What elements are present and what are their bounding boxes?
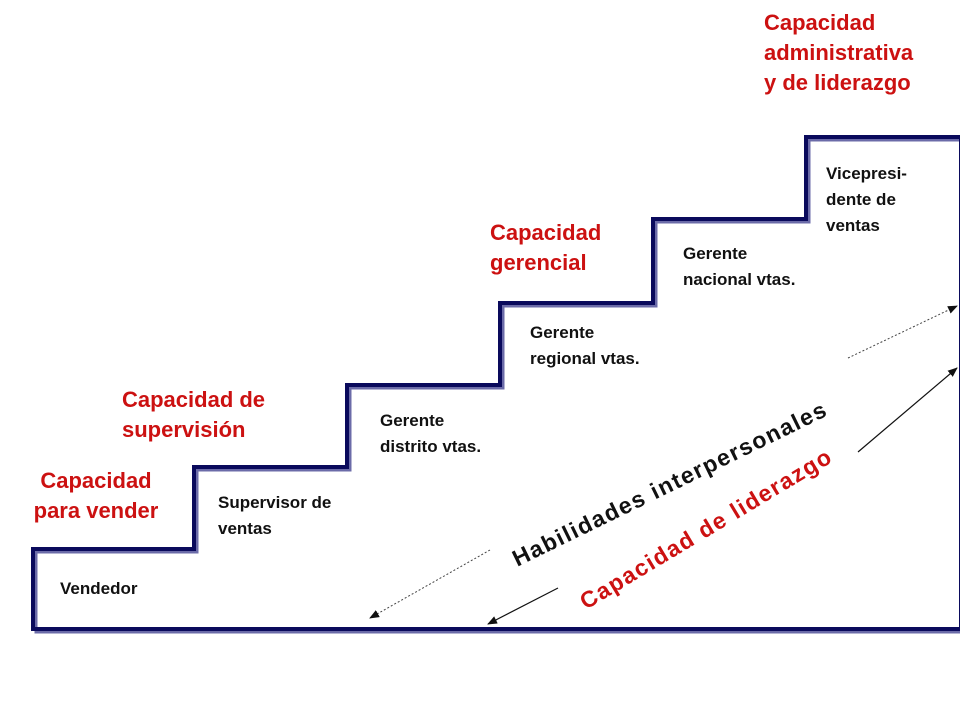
staircase-outline (31, 135, 960, 631)
step-label-vendedor: Vendedor (60, 579, 138, 598)
habilidades-arrow-lower (369, 549, 491, 619)
liderazgo-arrow-lower (487, 587, 559, 625)
capacity-label-supervision: Capacidad de supervisión (122, 387, 266, 442)
capacity-label-vender: Capacidad para vender (33, 468, 159, 523)
step-label-supervisor: Supervisor de ventas (218, 493, 332, 538)
habilidades-arrow-upper (847, 305, 958, 359)
capacity-label-administrativa: Capacidad administrativa y de liderazgo (764, 10, 914, 95)
capacity-label-gerencial: Capacidad gerencial (490, 220, 602, 275)
step-label-regional: Gerente regional vtas. (530, 323, 640, 368)
staircase-outline-shadow (34, 138, 960, 634)
step-label-nacional: Gerente nacional vtas. (683, 244, 796, 289)
liderazgo-arrow-upper (857, 367, 958, 453)
step-label-distrito: Gerente distrito vtas. (380, 411, 482, 456)
step-label-vicepresidente: Vicepresi- dente de ventas (826, 164, 907, 235)
